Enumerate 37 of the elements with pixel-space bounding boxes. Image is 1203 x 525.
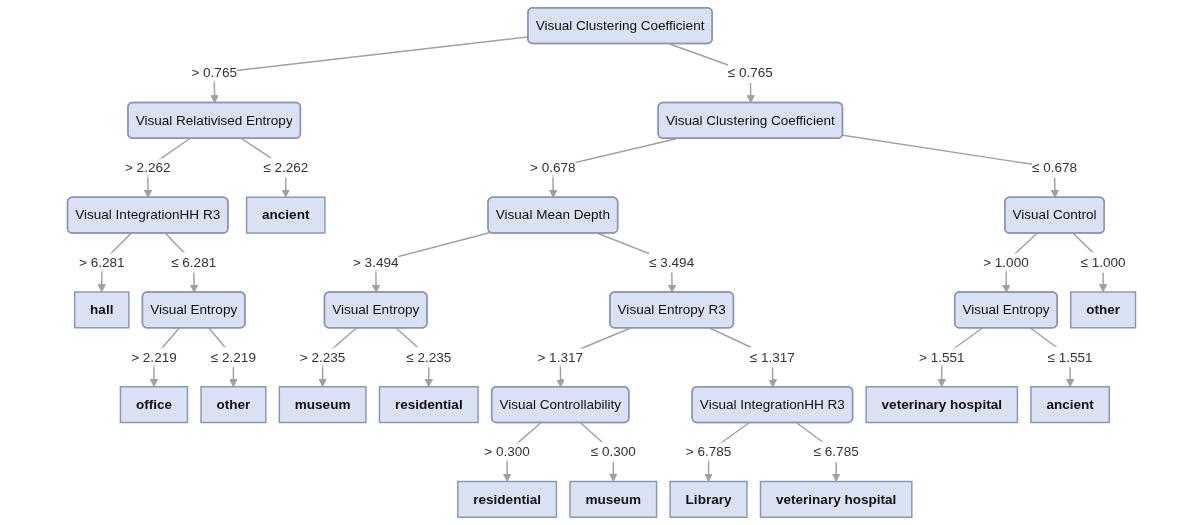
edge-label: > 2.235 — [299, 349, 346, 365]
edge-label: ≤ 1.000 — [1080, 254, 1126, 270]
edge-label: > 2.262 — [124, 159, 171, 175]
node-box: veterinary hospital — [759, 480, 913, 518]
node-box: office — [119, 386, 189, 424]
node-box: hall — [73, 291, 130, 329]
node-box: veterinary hospital — [865, 386, 1019, 424]
edge-label: > 6.281 — [78, 254, 125, 270]
edge-label: ≤ 1.551 — [1047, 349, 1093, 365]
edge-label: ≤ 0.765 — [727, 64, 773, 81]
edge-label: > 1.551 — [918, 349, 965, 365]
node-box: Library — [669, 480, 748, 518]
edge-label: ≤ 6.785 — [813, 443, 859, 460]
edge-label: > 2.219 — [131, 349, 177, 365]
edge-label: > 0.765 — [191, 64, 237, 81]
node-box: other — [200, 386, 267, 424]
node-box: ancient — [1030, 386, 1110, 424]
edge-label: ≤ 2.262 — [263, 159, 309, 175]
node-box: residential — [457, 480, 558, 518]
edge-label: > 3.494 — [352, 254, 399, 270]
node-box: residential — [378, 386, 479, 424]
edge-label: > 1.000 — [983, 254, 1029, 270]
edge-label: ≤ 0.300 — [590, 443, 636, 460]
node-box: ancient — [245, 196, 326, 234]
edge-label: ≤ 6.281 — [171, 254, 217, 270]
node-box: museum — [569, 480, 658, 518]
node-box: other — [1070, 291, 1137, 329]
edge-label: ≤ 2.235 — [406, 349, 452, 365]
edge-label: > 0.678 — [530, 159, 576, 175]
node-box: museum — [278, 386, 367, 424]
edge-label: ≤ 3.494 — [649, 254, 695, 270]
edge-label: > 0.300 — [484, 443, 530, 460]
edge-label: ≤ 2.219 — [210, 349, 256, 365]
edge-label: > 6.785 — [685, 443, 732, 460]
edge-label: ≤ 1.317 — [749, 349, 795, 365]
edge-label: ≤ 0.678 — [1032, 159, 1078, 175]
edge-label: > 1.317 — [537, 349, 583, 365]
